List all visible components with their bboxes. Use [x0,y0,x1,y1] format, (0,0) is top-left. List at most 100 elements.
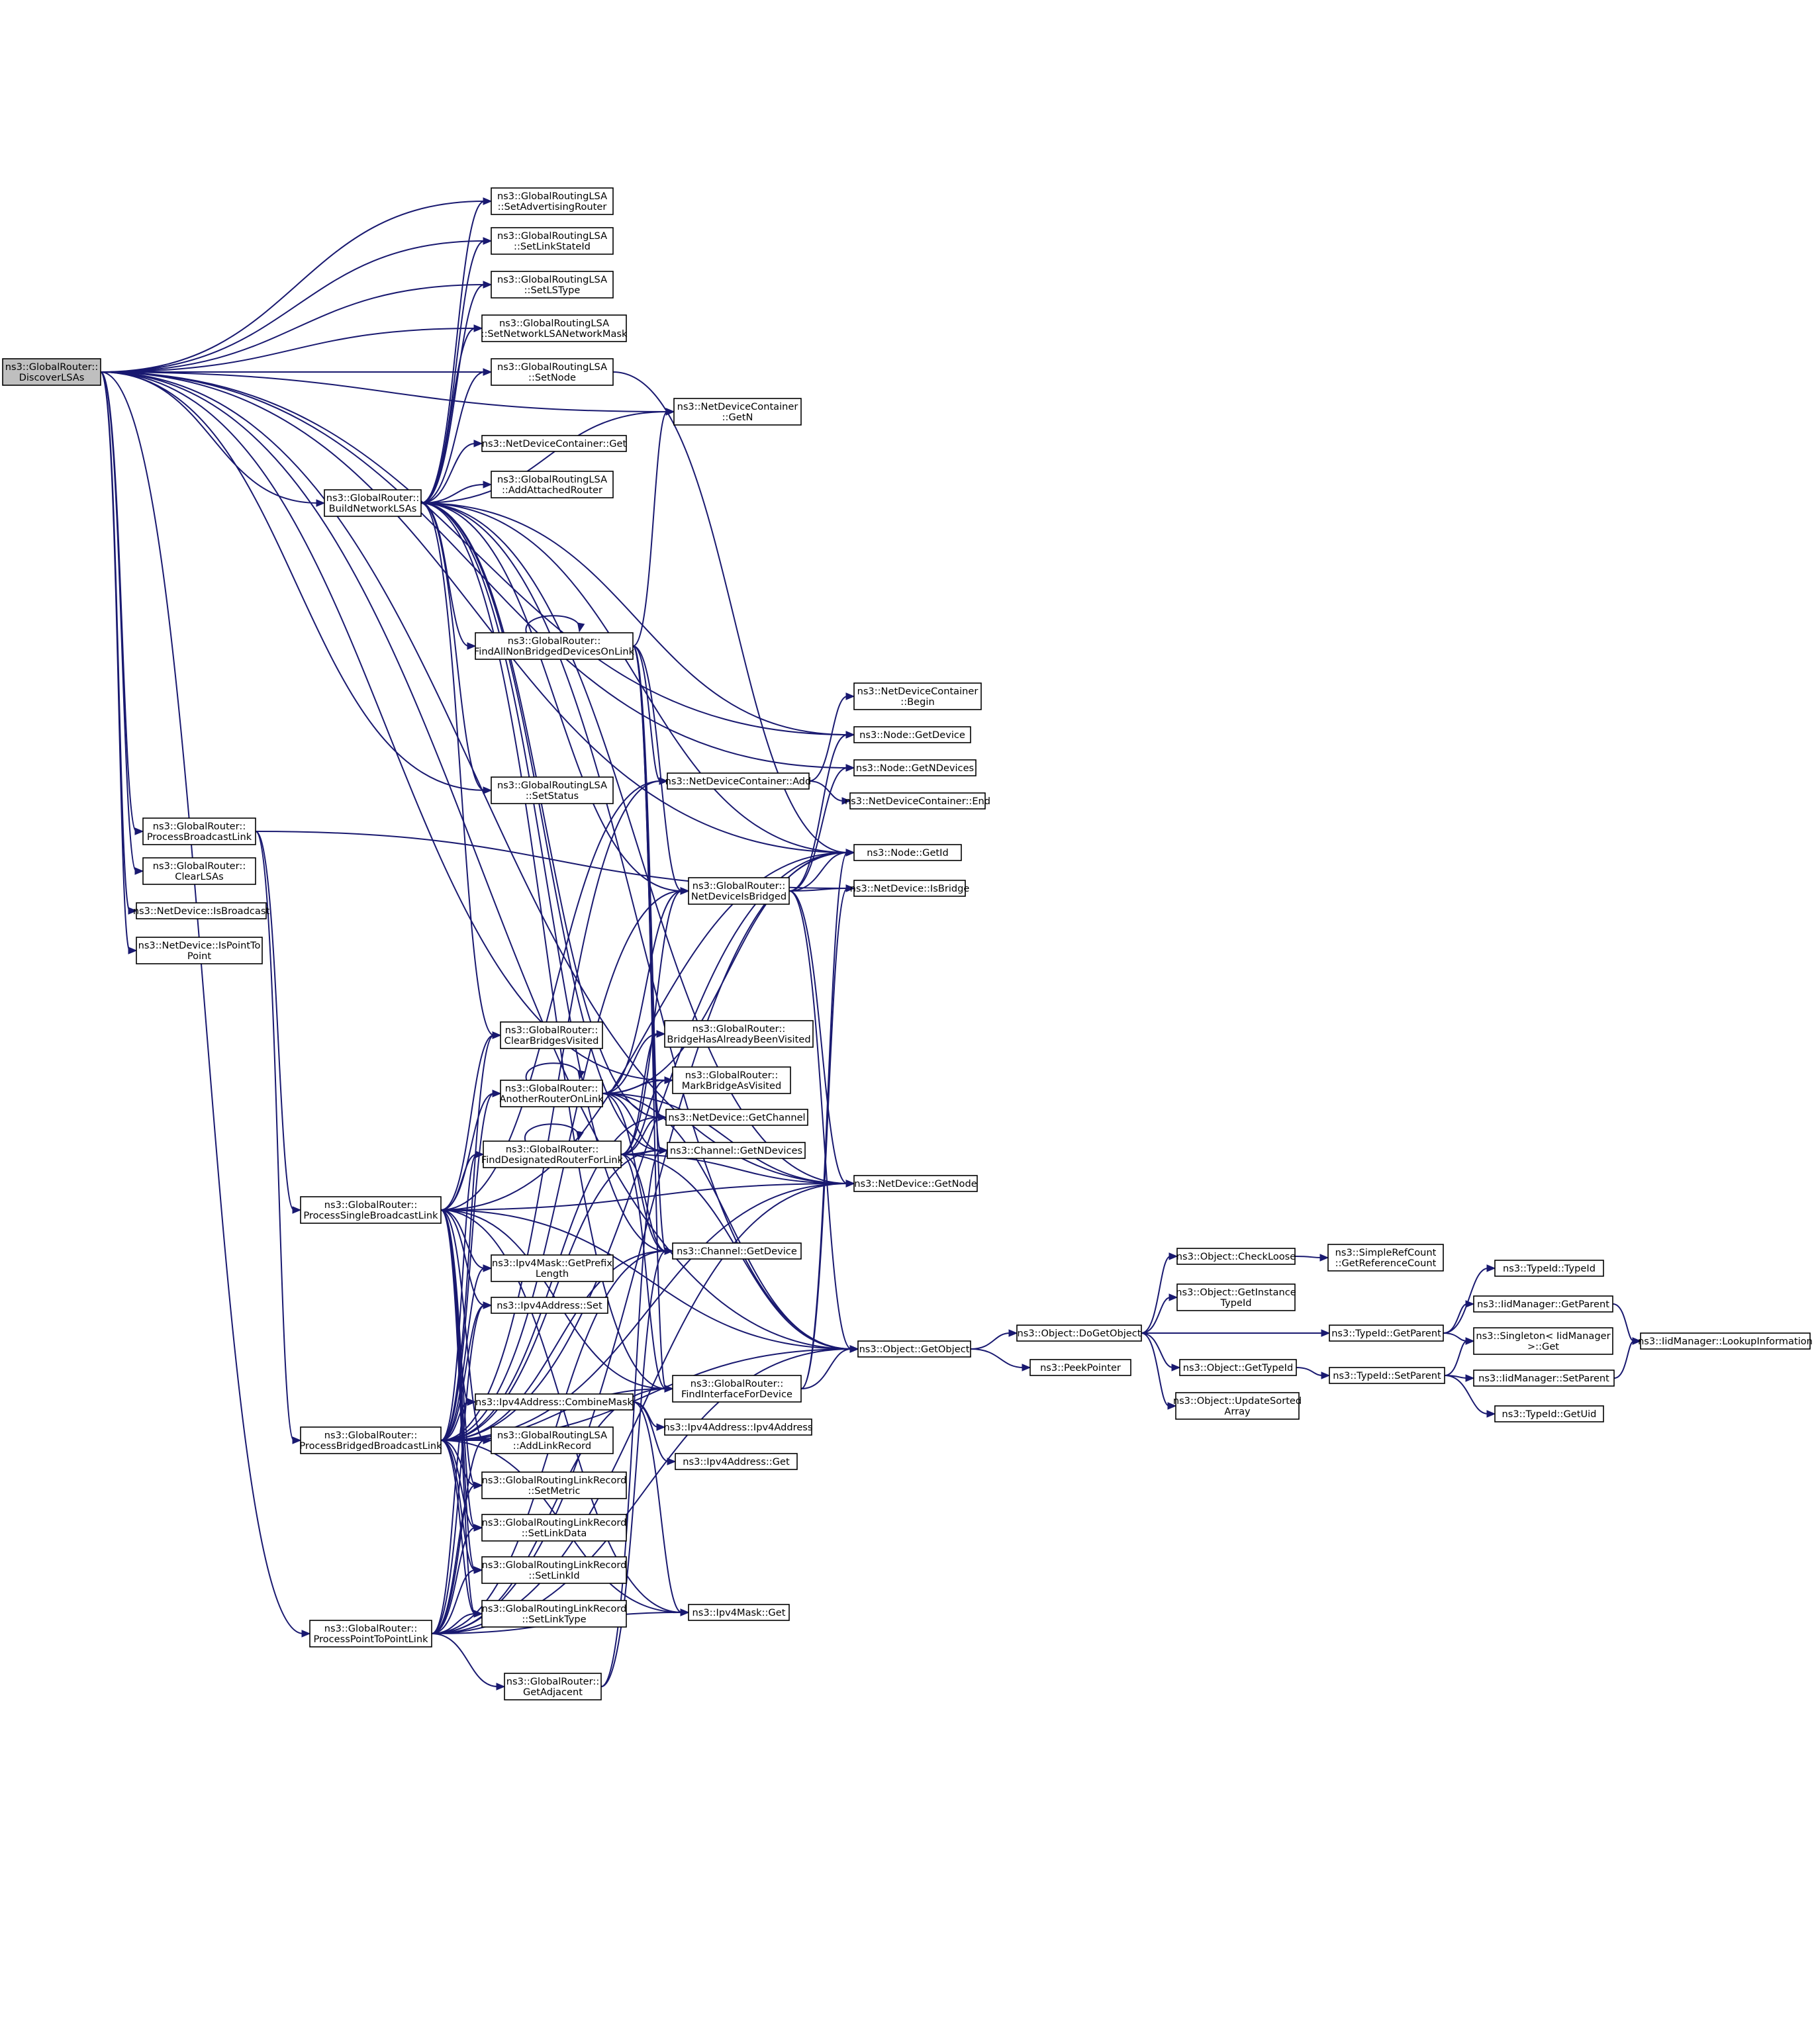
node-box-clear-lsas[interactable] [142,857,256,885]
node-singleton-get[interactable]: ns3::Singleton< IidManager >::Get [1473,1327,1613,1355]
node-find-interface-for-device[interactable]: ns3::GlobalRouter::FindInterfaceForDevic… [672,1375,802,1403]
node-set-node[interactable]: ns3::GlobalRoutingLSA::SetNode [491,358,614,386]
node-iid-mgr-get-parent[interactable]: ns3::IidManager::GetParent [1473,1295,1613,1313]
node-box-peek-pointer[interactable] [1029,1359,1131,1376]
node-box-ipv4-address-combine-mask[interactable] [475,1393,634,1411]
node-ipv4-address-set[interactable]: ns3::Ipv4Address::Set [491,1297,608,1314]
node-get-adjacent[interactable]: ns3::GlobalRouter::GetAdjacent [504,1673,602,1700]
node-bridge-has-already-been-visited[interactable]: ns3::GlobalRouter::BridgeHasAlreadyBeenV… [664,1020,814,1048]
node-box-ndc-get[interactable] [481,435,627,452]
node-ch-get-ndevices[interactable]: ns3::Channel::GetNDevices [667,1142,806,1159]
node-box-set-network-lsanetwork-mask[interactable] [481,314,627,342]
node-box-singleton-get[interactable] [1473,1327,1613,1355]
node-box-find-designated-router-for-link[interactable] [483,1140,622,1168]
node-ipv4-address-ipv4-address[interactable]: ns3::Ipv4Address::Ipv4Address [663,1418,813,1436]
node-iid-mgr-set-parent[interactable]: ns3::IidManager::SetParent [1473,1370,1615,1387]
node-peek-pointer[interactable]: ns3::PeekPointer [1029,1359,1131,1376]
node-box-type-id-set-parent[interactable] [1329,1367,1445,1384]
node-box-ndc-begin[interactable] [853,682,982,710]
node-box-obj-get-type-id[interactable] [1179,1359,1297,1376]
node-obj-check-loose[interactable]: ns3::Object::CheckLoose [1176,1248,1296,1265]
node-net-device-is-bridged[interactable]: ns3::GlobalRouter::NetDeviceIsBridged [688,877,790,905]
node-nd-is-broadcast[interactable]: ns3::NetDevice::IsBroadcast [133,902,270,919]
node-box-set-link-type[interactable] [481,1600,627,1628]
node-box-another-router-on-link[interactable] [500,1080,603,1107]
node-box-set-metric[interactable] [481,1471,627,1499]
node-another-router-on-link[interactable]: ns3::GlobalRouter::AnotherRouterOnLink [499,1080,604,1107]
node-obj-get-object[interactable]: ns3::Object::GetObject [857,1340,971,1358]
node-process-point-to-point-link[interactable]: ns3::GlobalRouter::ProcessPointToPointLi… [309,1620,432,1648]
node-node-get-ndevices[interactable]: ns3::Node::GetNDevices [853,759,977,776]
node-node-get-device[interactable]: ns3::Node::GetDevice [853,726,971,743]
node-mark-bridge-as-visited[interactable]: ns3::GlobalRouter::MarkBridgeAsVisited [672,1066,791,1094]
node-box-obj-do-get-object[interactable] [1016,1324,1142,1342]
node-box-set-advertising-router[interactable] [491,187,614,215]
node-set-advertising-router[interactable]: ns3::GlobalRoutingLSA::SetAdvertisingRou… [491,187,614,215]
node-box-bridge-has-already-been-visited[interactable] [664,1020,814,1048]
node-box-node-get-id[interactable] [853,844,962,861]
node-ch-get-device[interactable]: ns3::Channel::GetDevice [672,1242,802,1260]
node-set-lstype[interactable]: ns3::GlobalRoutingLSA::SetLSType [491,271,614,299]
node-box-net-device-is-bridged[interactable] [688,877,790,905]
node-box-nd-get-channel[interactable] [665,1109,808,1126]
node-box-ch-get-device[interactable] [672,1242,802,1260]
node-obj-do-get-object[interactable]: ns3::Object::DoGetObject [1016,1324,1142,1342]
node-set-status[interactable]: ns3::GlobalRoutingLSA::SetStatus [491,776,614,804]
node-box-process-single-broadcast-link[interactable] [300,1196,442,1224]
node-box-set-node[interactable] [491,358,614,386]
node-box-get-adjacent[interactable] [504,1673,602,1700]
node-box-nd-is-bridge[interactable] [853,880,966,897]
node-set-metric[interactable]: ns3::GlobalRoutingLinkRecord::SetMetric [481,1471,627,1499]
node-ipv4-address-combine-mask[interactable]: ns3::Ipv4Address::CombineMask [475,1393,634,1411]
node-type-id-get-uid[interactable]: ns3::TypeId::GetUid [1494,1405,1604,1422]
node-box-get-reference-count[interactable] [1327,1244,1444,1272]
node-set-link-data[interactable]: ns3::GlobalRoutingLinkRecord::SetLinkDat… [481,1514,627,1542]
node-node-get-id[interactable]: ns3::Node::GetId [853,844,962,861]
node-box-add-attached-router[interactable] [491,471,614,498]
node-get-reference-count[interactable]: ns3::SimpleRefCount::GetReferenceCount [1327,1244,1444,1272]
node-box-ndc-end[interactable] [849,792,986,810]
node-box-ipv4-address-ipv4-address[interactable] [664,1418,812,1436]
node-box-iid-mgr-set-parent[interactable] [1473,1370,1615,1387]
node-box-type-id-get-parent[interactable] [1329,1324,1444,1342]
node-add-attached-router[interactable]: ns3::GlobalRoutingLSA::AddAttachedRouter [491,471,614,498]
node-ipv4-address-get[interactable]: ns3::Ipv4Address::Get [675,1453,798,1470]
node-box-ch-get-ndevices[interactable] [667,1142,806,1159]
node-box-process-point-to-point-link[interactable] [309,1620,432,1648]
node-box-obj-update-sorted-array[interactable] [1175,1392,1300,1420]
node-box-clear-bridges-visited[interactable] [500,1021,603,1049]
node-build-network-lsas[interactable]: ns3::GlobalRouter::BuildNetworkLSAs [324,489,422,517]
node-iid-mgr-lookup-information[interactable]: ns3::IidManager::LookupInformation [1638,1332,1813,1350]
node-box-nd-get-node[interactable] [853,1175,978,1192]
node-type-id-type-id[interactable]: ns3::TypeId::TypeId [1494,1260,1604,1277]
node-box-get-prefix-length[interactable] [491,1254,614,1282]
node-box-node-get-ndevices[interactable] [853,759,977,776]
node-box-build-network-lsas[interactable] [324,489,422,517]
node-box-node-get-device[interactable] [853,726,971,743]
node-box-ipv4-mask-get[interactable] [688,1604,790,1621]
node-set-network-lsanetwork-mask[interactable]: ns3::GlobalRoutingLSA::SetNetworkLSANetw… [481,314,628,342]
node-box-nd-is-point-to-point[interactable] [136,937,263,964]
node-set-link-state-id[interactable]: ns3::GlobalRoutingLSA::SetLinkStateId [491,227,614,255]
node-discover-lsas[interactable]: ns3::GlobalRouter::DiscoverLSAs [2,358,101,386]
node-box-add-link-record[interactable] [491,1426,614,1454]
node-find-designated-router-for-link[interactable]: ns3::GlobalRouter::FindDesignatedRouterF… [481,1140,624,1168]
node-add-link-record[interactable]: ns3::GlobalRoutingLSA::AddLinkRecord [491,1426,614,1454]
node-process-single-broadcast-link[interactable]: ns3::GlobalRouter::ProcessSingleBroadcas… [300,1196,442,1224]
node-box-type-id-get-uid[interactable] [1494,1405,1604,1422]
node-ndc-add[interactable]: ns3::NetDeviceContainer::Add [665,772,812,790]
node-ndc-get-n[interactable]: ns3::NetDeviceContainer::GetN [673,398,802,426]
node-clear-lsas[interactable]: ns3::GlobalRouter::ClearLSAs [142,857,256,885]
node-type-id-set-parent[interactable]: ns3::TypeId::SetParent [1329,1367,1445,1384]
node-clear-bridges-visited[interactable]: ns3::GlobalRouter::ClearBridgesVisited [500,1021,603,1049]
node-ipv4-mask-get[interactable]: ns3::Ipv4Mask::Get [688,1604,790,1621]
node-box-nd-is-broadcast[interactable] [136,902,267,919]
node-box-mark-bridge-as-visited[interactable] [672,1066,791,1094]
node-nd-get-node[interactable]: ns3::NetDevice::GetNode [853,1175,978,1192]
node-ndc-get[interactable]: ns3::NetDeviceContainer::Get [481,435,627,452]
node-box-process-bridged-broadcast-link[interactable] [300,1426,442,1454]
